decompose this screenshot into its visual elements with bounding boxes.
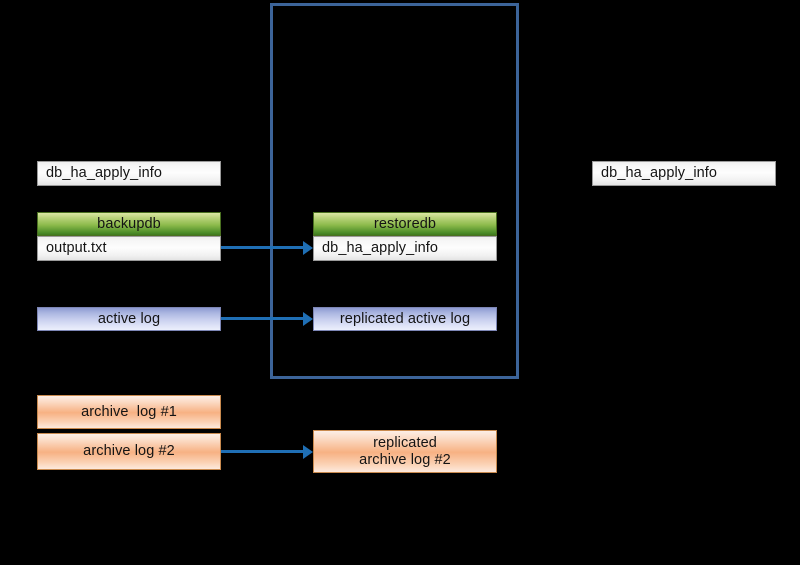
standby-region-box [270, 3, 519, 379]
node-output-txt: output.txt [37, 236, 221, 261]
arrow-shaft [221, 450, 304, 453]
node-backupdb-header: backupdb [37, 212, 221, 236]
node-target-db-ha-apply-info: db_ha_apply_info [592, 161, 776, 186]
node-replicated-archive-log-2: replicated archive log #2 [313, 430, 497, 473]
node-restoredb-header: restoredb [313, 212, 497, 236]
arrow-archive2-to-replicated [221, 445, 313, 459]
node-standby-db-ha-apply-info: db_ha_apply_info [313, 236, 497, 261]
node-archive-log-2: archive log #2 [37, 433, 221, 470]
node-primary-db-ha-apply-info: db_ha_apply_info [37, 161, 221, 186]
node-active-log: active log [37, 307, 221, 331]
arrow-head-icon [303, 445, 313, 459]
node-archive-log-1: archive log #1 [37, 395, 221, 429]
node-replicated-active-log: replicated active log [313, 307, 497, 331]
